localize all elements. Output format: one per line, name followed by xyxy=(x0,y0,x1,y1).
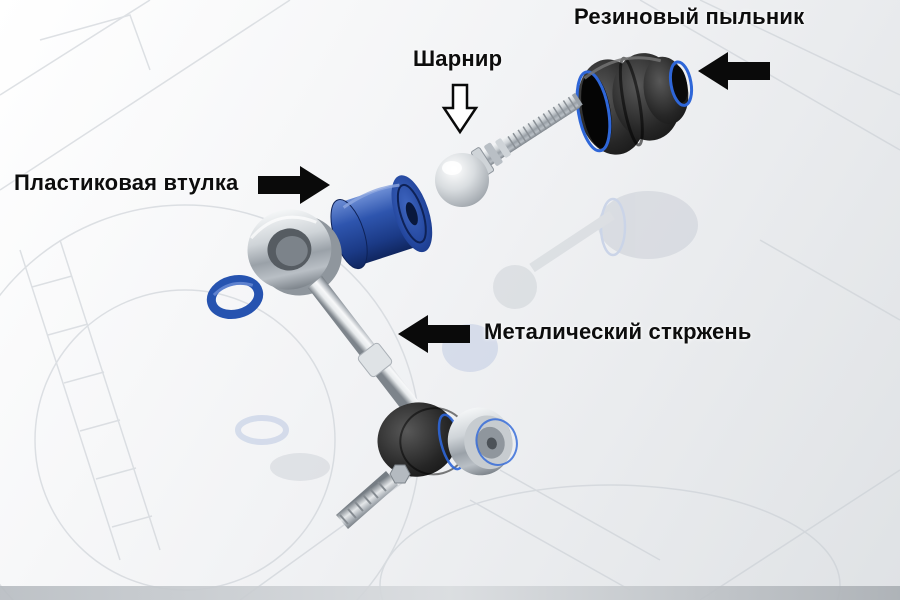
lower-joint-part xyxy=(336,402,518,529)
arrow-to-rubber-boot-icon xyxy=(698,52,770,90)
arrow-to-metal-rod-icon xyxy=(398,315,470,353)
label-metal-rod: Металический сткржень xyxy=(484,319,752,344)
arrow-to-ball-joint-icon xyxy=(441,83,479,135)
metal-rod-part xyxy=(247,209,432,431)
rubber-boot-part xyxy=(575,53,694,155)
bottom-strip xyxy=(0,586,900,600)
plastic-bushing-part xyxy=(330,175,433,270)
label-ball-joint: Шарнир xyxy=(413,46,503,71)
part-reflections xyxy=(235,191,698,481)
blue-seal-ring-part xyxy=(206,275,264,319)
label-rubber-boot: Резиновый пыльник xyxy=(574,4,805,29)
label-plastic-bushing: Пластиковая втулка xyxy=(14,170,239,195)
ball-joint-part xyxy=(435,92,583,207)
annotation-arrows xyxy=(258,52,770,353)
arrow-to-plastic-bushing-icon xyxy=(258,166,330,204)
